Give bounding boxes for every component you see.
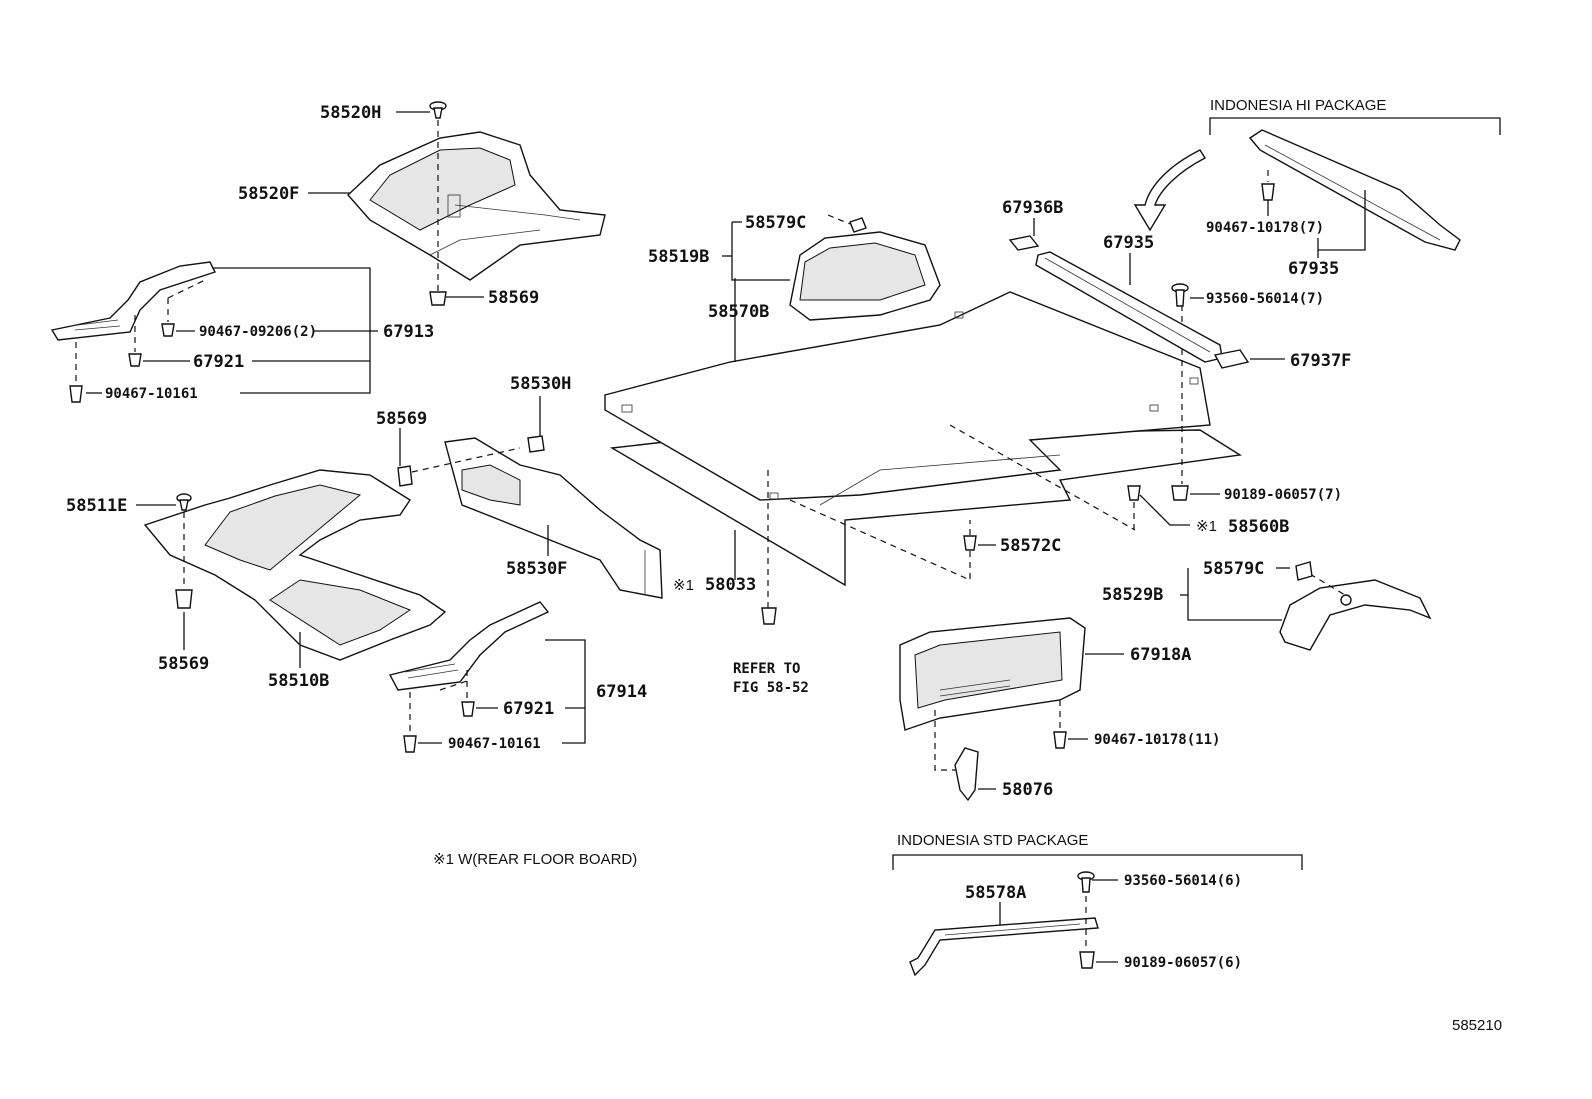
trim-67918A: [899, 617, 1086, 731]
floor-panel-58530F: [444, 437, 663, 599]
package-std-title: INDONESIA STD PACKAGE: [897, 832, 1088, 849]
clip-67921-a: [128, 353, 142, 367]
label-58519B: 58519B: [648, 247, 709, 267]
label-58530F: 58530F: [506, 559, 567, 579]
screw-93560-56014-6: [1077, 871, 1095, 893]
clip-58572C: [963, 535, 977, 551]
plate-67936B: [1008, 235, 1040, 251]
label-58569-top: 58569: [488, 288, 539, 308]
label-58530H: 58530H: [510, 374, 571, 394]
label-67914: 67914: [596, 682, 647, 702]
cover-58529B: [1279, 579, 1432, 651]
clip-90189-06057-6: [1079, 951, 1095, 969]
bracket-58076: [954, 747, 979, 802]
clip-58530H: [527, 435, 545, 453]
label-58510B: 58510B: [268, 671, 329, 691]
ref-mark-58033: ※1: [673, 577, 694, 594]
label-58569-left: 58569: [158, 654, 209, 674]
footnote: ※1 W(REAR FLOOR BOARD): [433, 851, 637, 868]
label-90467-10178-7: 90467-10178(7): [1206, 220, 1324, 236]
label-90467-09206: 90467-09206(2): [199, 324, 317, 340]
label-58511E: 58511E: [66, 496, 127, 516]
cover-58519B: [789, 231, 941, 321]
floor-mat-58570B: [604, 261, 1211, 506]
scuff-plate-67913: [50, 261, 216, 341]
floor-carpet-58520F: [347, 131, 606, 281]
clip-90467-10161-a: [69, 385, 83, 403]
label-67921-a: 67921: [193, 352, 244, 372]
label-58579C-b: 58579C: [1203, 559, 1264, 579]
clip-58560B: [1127, 485, 1141, 501]
clip-67921-b: [461, 701, 475, 717]
label-67921-b: 67921: [503, 699, 554, 719]
clip-58569-left: [175, 589, 193, 609]
clip-58569-mid: [397, 465, 413, 487]
label-67935-a: 67935: [1103, 233, 1154, 253]
label-90189-06057-6: 90189-06057(6): [1124, 955, 1242, 971]
clip-58569-top: [429, 291, 447, 306]
diagram-id: 585210: [1452, 1017, 1502, 1034]
ref-mark-58560B: ※1: [1196, 518, 1217, 535]
clip-90467-10178-11: [1053, 731, 1067, 749]
refer-note-line1: REFER TO: [733, 661, 800, 677]
label-58529B: 58529B: [1102, 585, 1163, 605]
label-67913: 67913: [383, 322, 434, 342]
refer-note-line2: FIG 58-52: [733, 680, 809, 696]
label-58076: 58076: [1002, 780, 1053, 800]
arrow-icon: [1133, 149, 1206, 232]
label-58572C: 58572C: [1000, 536, 1061, 556]
label-93560-56014-6: 93560-56014(6): [1124, 873, 1242, 889]
part-labels: 58520H 58520F 58569 67913 90467-09206(2)…: [66, 97, 1502, 1034]
scuff-plate-58578A: [909, 917, 1099, 977]
clip-90189-06057-7: [1171, 485, 1189, 501]
label-90467-10161-a: 90467-10161: [105, 386, 198, 402]
label-58569-mid: 58569: [376, 409, 427, 429]
push-rivet-58520H: [429, 101, 447, 119]
clip-90467-10161-b: [403, 735, 417, 753]
clip-refer-fig: [761, 607, 777, 625]
label-58520H: 58520H: [320, 103, 381, 123]
label-58579C-a: 58579C: [745, 213, 806, 233]
push-rivet-58511E: [176, 493, 192, 511]
clip-90467-10178-7: [1261, 183, 1275, 201]
label-90189-06057-7: 90189-06057(7): [1224, 487, 1342, 503]
plate-67937F: [1213, 349, 1250, 369]
label-90467-10161-b: 90467-10161: [448, 736, 541, 752]
package-hi-title: INDONESIA HI PACKAGE: [1210, 97, 1386, 114]
clip-58579C-b: [1295, 561, 1313, 581]
label-67936B: 67936B: [1002, 198, 1063, 218]
screw-93560-56014-7: [1171, 283, 1189, 307]
label-67918A: 67918A: [1130, 645, 1191, 665]
clip-58579C: [849, 217, 867, 233]
label-93560-56014-7: 93560-56014(7): [1206, 291, 1324, 307]
floor-carpet-58510B: [143, 469, 447, 661]
label-67937F: 67937F: [1290, 351, 1351, 371]
clip-90467-09206: [161, 323, 175, 337]
label-58578A: 58578A: [965, 883, 1026, 903]
label-58560B: 58560B: [1228, 517, 1289, 537]
label-67935-b: 67935: [1288, 259, 1339, 279]
scuff-plate-67935-b: [1248, 129, 1461, 251]
label-58033: 58033: [705, 575, 756, 595]
label-58570B: 58570B: [708, 302, 769, 322]
scuff-plate-67914: [388, 601, 550, 691]
leader-lines: [86, 111, 1366, 963]
label-90467-10178-11: 90467-10178(11): [1094, 732, 1220, 748]
label-58520F: 58520F: [238, 184, 299, 204]
